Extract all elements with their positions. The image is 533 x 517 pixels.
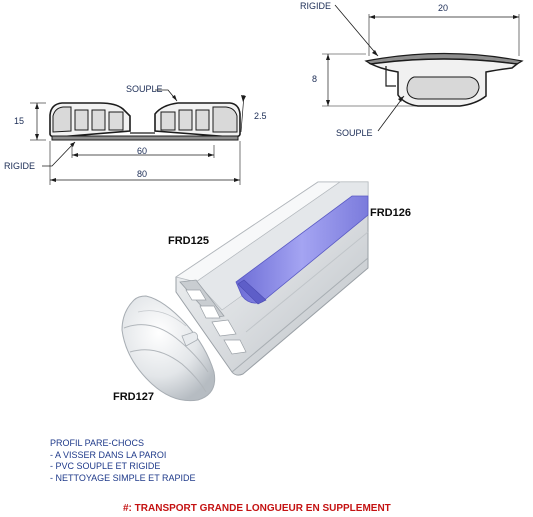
left-rigid-base (51, 135, 239, 141)
left-rigid-label: RIGIDE (4, 161, 35, 171)
left-total-width-dimension: 80 (137, 169, 147, 179)
transport-note: #: TRANSPORT GRANDE LONGUEUR EN SUPPLEME… (123, 503, 391, 514)
profile-3d-render (175, 181, 369, 376)
feature-item: - PVC SOUPLE ET RIGIDE (50, 461, 161, 471)
blue-insert (235, 195, 369, 304)
code-frd125: FRD125 (168, 235, 209, 247)
feature-item: - A VISSER DANS LA PAROI (50, 449, 167, 460)
right-cross-section: RIGIDE SOUPLE 20 8 (300, 1, 524, 138)
code-frd126: FRD126 (370, 207, 411, 219)
end-cap-3d-render (121, 295, 216, 402)
right-height-dimension: 8 (312, 74, 317, 84)
right-rigid-label: RIGIDE (300, 1, 331, 11)
right-soft-label: SOUPLE (336, 128, 373, 138)
left-lip-dimension: 2.5 (254, 111, 267, 121)
feature-item: - NETTOYAGE SIMPLE ET RAPIDE (50, 472, 196, 483)
description-block: PROFIL PARE-CHOCS - A VISSER DANS LA PAR… (50, 438, 196, 484)
right-width-dimension: 20 (438, 3, 448, 13)
left-inner-width-dimension: 60 (137, 146, 147, 156)
description-title: PROFIL PARE-CHOCS (50, 438, 145, 448)
left-height-dimension: 15 (14, 116, 24, 126)
left-cross-section: SOUPLE RIGIDE 15 2.5 60 80 (4, 84, 267, 185)
left-soft-label: SOUPLE (126, 84, 163, 94)
code-frd127: FRD127 (113, 391, 154, 403)
